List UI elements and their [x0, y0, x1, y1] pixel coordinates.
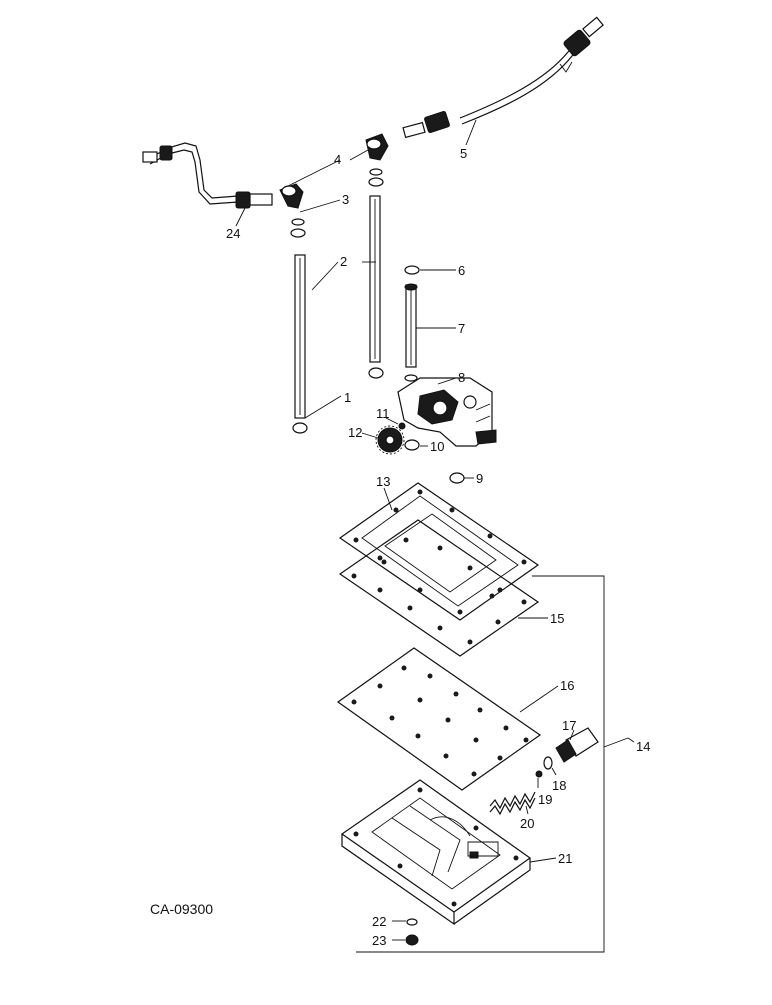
hydraulic-line-24: [142, 142, 273, 209]
callout-19: 19: [538, 792, 552, 807]
callout-23: 23: [372, 933, 386, 948]
nut-23: [405, 934, 419, 946]
callout-6: 6: [458, 263, 465, 278]
callout-3: 3: [342, 192, 349, 207]
callout-21: 21: [558, 851, 572, 866]
callout-10: 10: [430, 439, 444, 454]
callout-7: 7: [458, 321, 465, 336]
tube-2-right: [369, 195, 381, 363]
bracket-tick-14: [603, 737, 629, 748]
spring-20: [489, 791, 536, 816]
assembly-bracket-14: [356, 575, 605, 953]
seal-18: [543, 756, 553, 770]
callout-5: 5: [460, 146, 467, 161]
o-ring-9: [449, 472, 465, 484]
elbow-fitting-4-right: [365, 133, 389, 187]
callout-13: 13: [376, 474, 390, 489]
gasket-13: [338, 482, 540, 621]
callout-17: 17: [562, 718, 576, 733]
elbow-fitting-4-left: [279, 183, 306, 238]
plug-17: [555, 727, 599, 763]
callout-14: 14: [636, 739, 650, 754]
gear-12: [375, 425, 405, 455]
tube-2-left: [294, 254, 306, 419]
hydraulic-line-5: [402, 16, 604, 139]
washer-22: [406, 918, 418, 926]
callout-18: 18: [552, 778, 566, 793]
o-ring-10: [404, 439, 420, 451]
callout-4: 4: [334, 152, 341, 167]
o-ring-1-left: [292, 422, 308, 434]
callout-9: 9: [476, 471, 483, 486]
callout-24: 24: [226, 226, 240, 241]
callout-2: 2: [340, 254, 347, 269]
valve-body-8: [397, 374, 497, 447]
callout-1: 1: [344, 390, 351, 405]
plate-16: [336, 647, 542, 791]
callout-15: 15: [550, 611, 564, 626]
leader-lines: [235, 119, 635, 941]
callout-12: 12: [348, 425, 362, 440]
tube-7: [404, 283, 418, 368]
o-ring-1-right: [368, 367, 384, 379]
callout-20: 20: [520, 816, 534, 831]
callout-16: 16: [560, 678, 574, 693]
callout-8: 8: [458, 370, 465, 385]
callout-11: 11: [376, 406, 390, 421]
diagram-code: CA-09300: [150, 901, 213, 917]
pin-11: [398, 422, 406, 430]
separator-plate-15: [338, 519, 540, 657]
valve-housing-21: [340, 779, 532, 926]
ball-19: [535, 770, 543, 778]
callout-22: 22: [372, 914, 386, 929]
o-ring-6: [404, 265, 420, 275]
